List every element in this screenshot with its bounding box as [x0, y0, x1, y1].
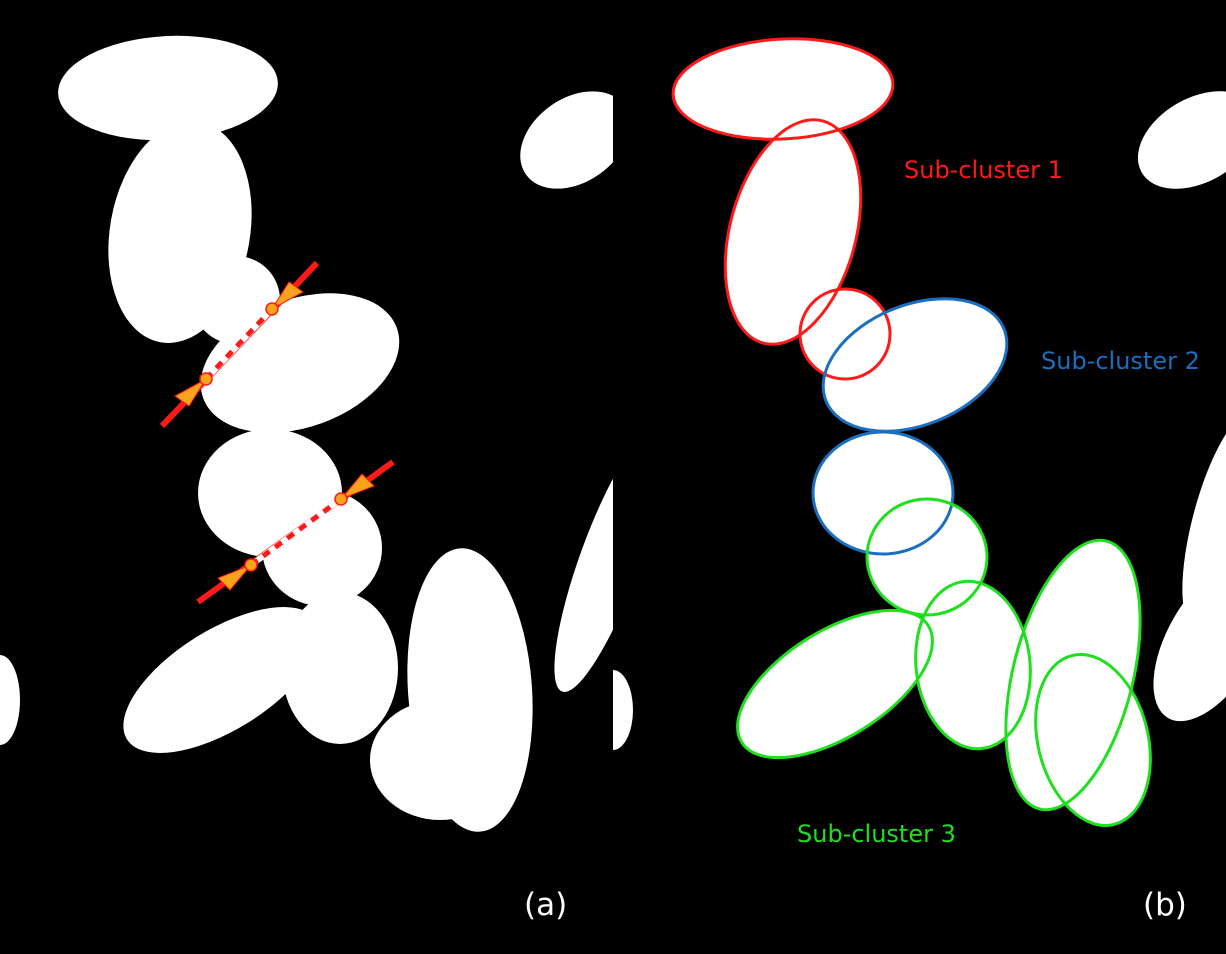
split-point	[265, 302, 279, 316]
edge-blob	[613, 670, 633, 750]
fitted-ellipse	[736, 608, 934, 760]
panel-label-b: (b)	[1143, 887, 1187, 923]
cluster-fill	[673, 38, 1151, 826]
edge-blob	[520, 91, 613, 189]
edge-blob	[1153, 558, 1226, 722]
fitted-ellipse	[798, 287, 892, 381]
fitted-ellipse	[821, 297, 1009, 433]
subcluster-1-ellipses	[671, 37, 895, 381]
arrow-icon	[217, 564, 252, 591]
panel-a: (a)	[0, 35, 613, 923]
edge-blob	[1137, 91, 1226, 189]
split-point	[199, 372, 213, 386]
fitted-ellipse	[914, 579, 1032, 751]
binary-image-a	[0, 35, 613, 832]
fitted-ellipse	[865, 497, 989, 617]
fitted-ellipse	[723, 118, 863, 346]
cluster-blob	[262, 490, 382, 606]
cluster-blob	[58, 35, 278, 141]
panel-label-a: (a)	[524, 887, 568, 923]
subcluster-2-label: Sub-cluster 2	[1041, 347, 1200, 375]
edge-blob	[0, 655, 20, 745]
binary-image-b	[613, 37, 1226, 827]
split-point	[334, 492, 348, 506]
cluster-blob	[370, 700, 510, 820]
split-line-2-dashed	[249, 496, 343, 568]
edge-blob	[554, 428, 613, 692]
edge-blob	[1182, 413, 1226, 627]
subcluster-2-ellipses	[811, 297, 1009, 556]
split-point	[244, 558, 258, 572]
subcluster-3-ellipses	[736, 497, 1152, 827]
fitted-ellipse	[811, 430, 955, 556]
arrow-icon	[270, 281, 304, 311]
cluster-blob	[123, 607, 321, 753]
cluster-blob	[282, 592, 398, 744]
panel-b: Sub-cluster 1 Sub-cluster 2 Sub-cluster …	[613, 0, 1226, 954]
split-line-1-dashed	[204, 307, 274, 381]
arrow-icon	[340, 473, 375, 500]
fitted-ellipse	[671, 37, 895, 141]
subcluster-3-label: Sub-cluster 3	[797, 820, 956, 848]
subcluster-1-label: Sub-cluster 1	[904, 156, 1063, 184]
arrow-icon	[174, 377, 208, 407]
fitted-ellipse	[1034, 653, 1152, 827]
